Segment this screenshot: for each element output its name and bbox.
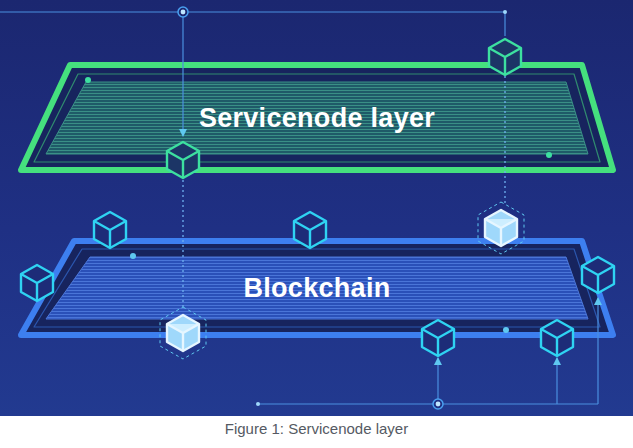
background [0,0,633,416]
figure-caption: Figure 1: Servicenode layer [0,420,633,437]
band-label: Servicenode layer [199,103,435,134]
blockchain-band: Blockchain [16,236,618,340]
band-label: Blockchain [243,273,390,304]
servicenode-band: Servicenode layer [16,60,618,176]
